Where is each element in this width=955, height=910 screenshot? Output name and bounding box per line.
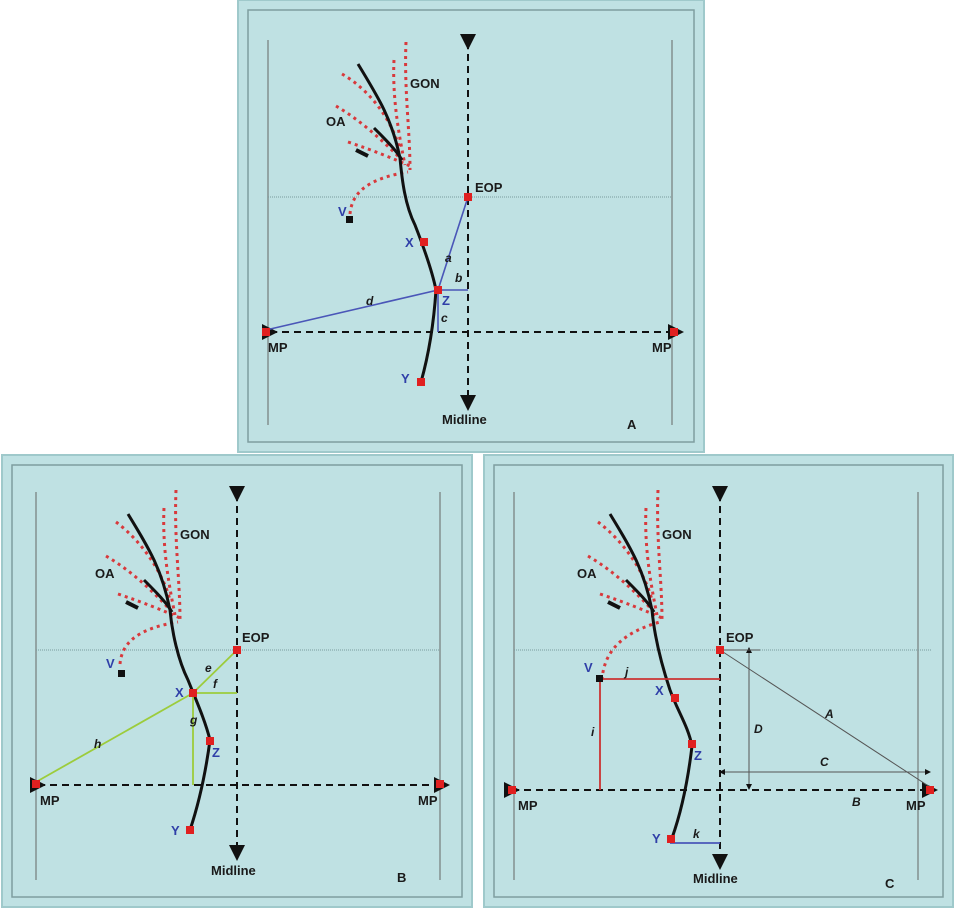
v-label: V — [106, 656, 115, 671]
measurement-lines — [265, 196, 469, 332]
y-label: Y — [401, 371, 410, 386]
y-label: Y — [652, 831, 661, 846]
panel-a: GON OA EOP V X Z Y MP MP Midline a b c d… — [237, 0, 705, 453]
x-label: X — [175, 685, 184, 700]
z-marker — [434, 286, 442, 294]
greater-occipital-nerve — [608, 513, 694, 839]
gray-measurement-lines — [719, 647, 931, 790]
segment-b-label: b — [455, 271, 462, 285]
eop-label: EOP — [726, 630, 754, 645]
mp-right-label: MP — [906, 798, 926, 813]
x-label: X — [655, 683, 664, 698]
x-marker — [420, 238, 428, 246]
eop-marker — [716, 646, 724, 654]
panel-b: GON OA EOP V X Z Y MP MP Midline e f g h… — [1, 454, 473, 908]
eop-marker — [233, 646, 241, 654]
segment-g-label: g — [189, 713, 198, 727]
x-marker — [189, 689, 197, 697]
segment-i-label: i — [591, 725, 595, 739]
eop-label: EOP — [242, 630, 270, 645]
oa-label: OA — [326, 114, 346, 129]
y-marker — [667, 835, 675, 843]
mp-left-label: MP — [268, 340, 288, 355]
gon-label: GON — [662, 527, 692, 542]
greater-occipital-nerve — [126, 513, 212, 831]
segment-a-label: a — [445, 251, 452, 265]
segment-C-label: C — [820, 755, 829, 769]
segment-A-label: A — [824, 707, 834, 721]
measurement-lines — [35, 649, 238, 785]
red-measurement-lines — [599, 678, 720, 790]
x-marker — [671, 694, 679, 702]
mp-right-label: MP — [652, 340, 672, 355]
z-marker — [206, 737, 214, 745]
oa-label: OA — [95, 566, 115, 581]
v-marker — [346, 216, 353, 223]
midline-label: Midline — [211, 863, 256, 878]
panel-c-letter: C — [885, 876, 895, 891]
z-label: Z — [694, 748, 702, 763]
x-label: X — [405, 235, 414, 250]
panel-c: GON OA EOP V X Z Y MP MP Midline A B C D… — [483, 454, 954, 908]
mp-left-label: MP — [518, 798, 538, 813]
v-marker — [118, 670, 125, 677]
midline-label: Midline — [442, 412, 487, 427]
mp-left-label: MP — [40, 793, 60, 808]
mp-left-marker — [508, 786, 516, 794]
segment-d-label: d — [366, 294, 374, 308]
gon-label: GON — [410, 76, 440, 91]
mp-right-marker — [926, 786, 934, 794]
mp-right-label: MP — [418, 793, 438, 808]
y-marker — [417, 378, 425, 386]
v-label: V — [338, 204, 347, 219]
segment-c-label: c — [441, 311, 448, 325]
oa-tick — [125, 600, 139, 610]
panel-b-letter: B — [397, 870, 406, 885]
greater-occipital-nerve — [356, 63, 438, 383]
z-label: Z — [442, 293, 450, 308]
mp-right-marker — [670, 328, 678, 336]
segment-e-label: e — [205, 661, 212, 675]
segment-f-label: f — [213, 677, 218, 691]
y-label: Y — [171, 823, 180, 838]
eop-marker — [464, 193, 472, 201]
midline-label: Midline — [693, 871, 738, 886]
z-label: Z — [212, 745, 220, 760]
gon-label: GON — [180, 527, 210, 542]
segment-j-label: j — [623, 665, 629, 679]
segment-h-label: h — [94, 737, 101, 751]
segment-D-label: D — [754, 722, 763, 736]
occipital-artery — [335, 41, 412, 215]
oa-label: OA — [577, 566, 597, 581]
mp-left-marker — [262, 328, 270, 336]
segment-k-label: k — [693, 827, 701, 841]
y-marker — [186, 826, 194, 834]
v-marker — [596, 675, 603, 682]
segment-B-label: B — [852, 795, 861, 809]
eop-label: EOP — [475, 180, 503, 195]
oa-tick — [355, 148, 369, 158]
mp-left-marker — [32, 780, 40, 788]
z-marker — [688, 740, 696, 748]
oa-tick — [607, 600, 621, 610]
panel-a-letter: A — [627, 417, 637, 432]
v-label: V — [584, 660, 593, 675]
mp-right-marker — [436, 780, 444, 788]
